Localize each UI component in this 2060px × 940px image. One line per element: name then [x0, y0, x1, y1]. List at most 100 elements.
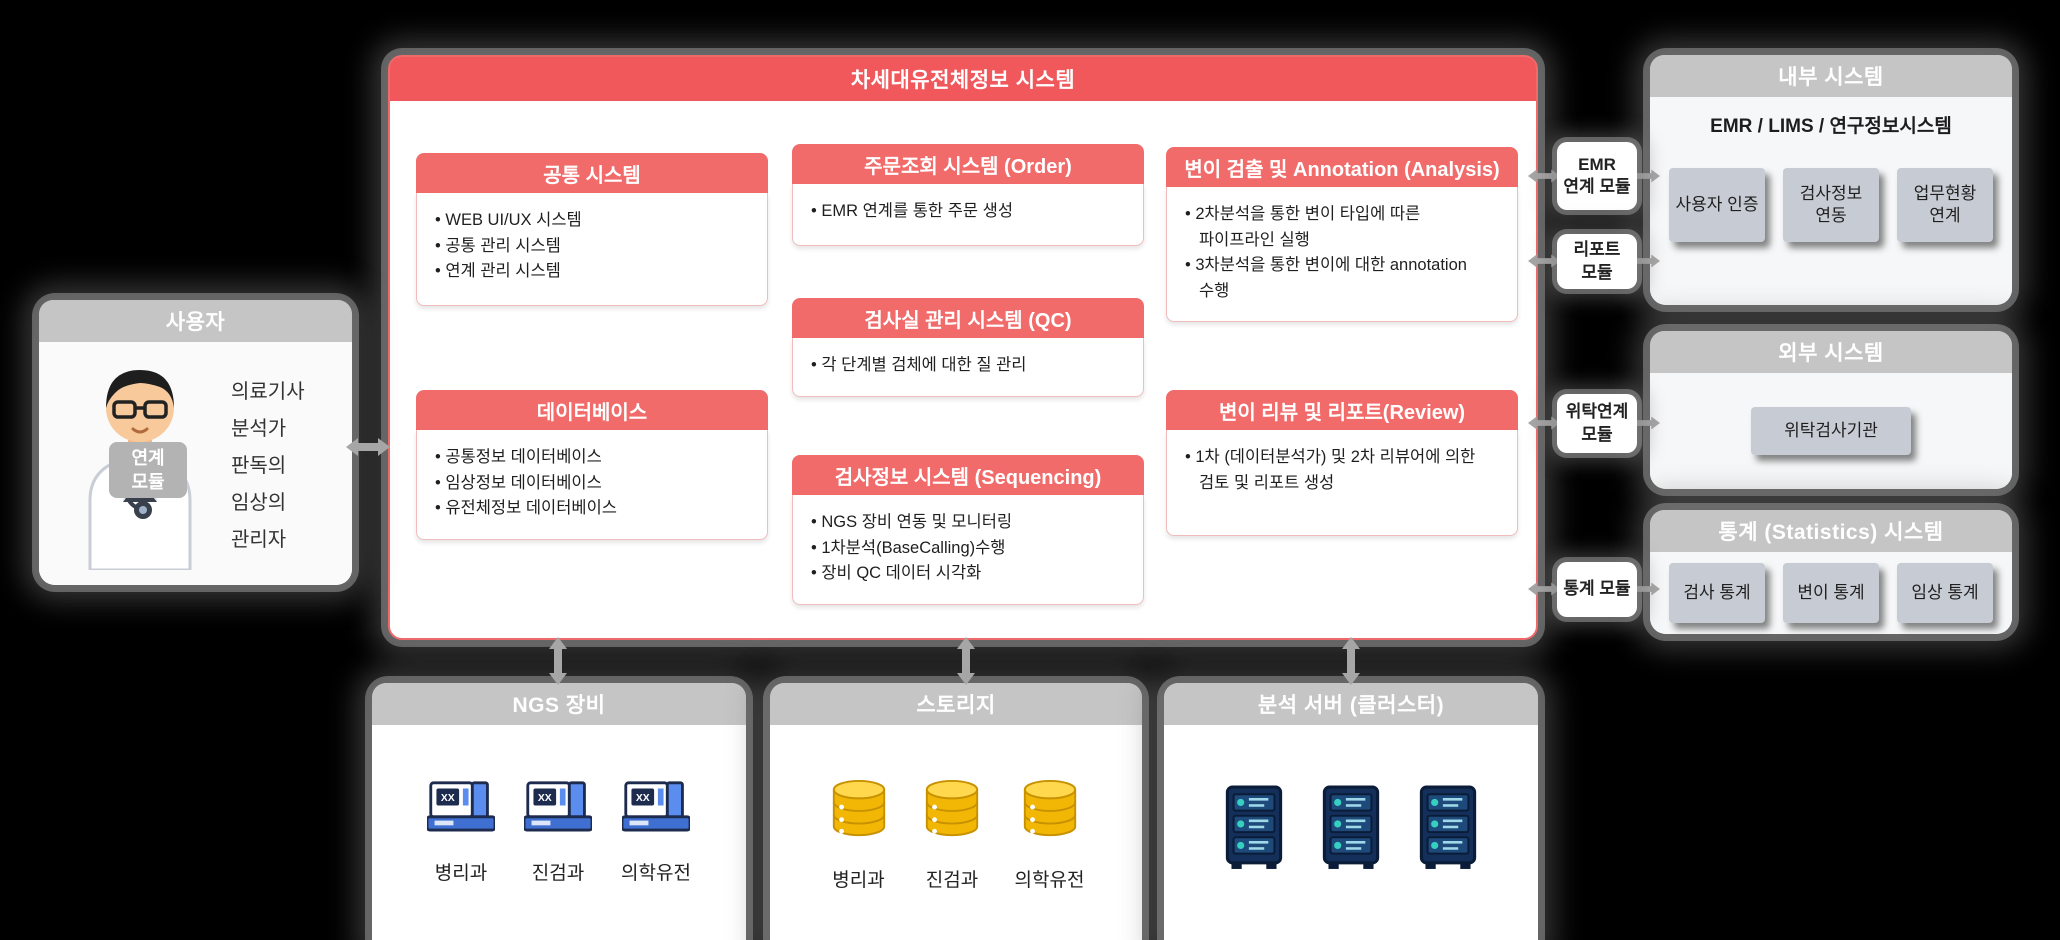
external-systems-panel: 외부 시스템 위탁검사기관 [1650, 331, 2012, 489]
list-item: 장비 QC 데이터 시각화 [811, 561, 1125, 587]
ngs-item: XX 병리과 [427, 777, 496, 885]
user-panel-body: 연계 모듈 의료기사 분석가 판독의 임상 [39, 342, 352, 585]
storage-item: 진검과 [921, 777, 983, 892]
database-cylinder-icon [832, 779, 885, 837]
user-panel: 사용자 연계 모듈 의료기사 분석가 [39, 300, 352, 585]
svg-text:XX: XX [538, 793, 552, 804]
external-systems-title: 외부 시스템 [1650, 331, 2012, 373]
list-item: 공통정보 데이터베이스 [435, 445, 749, 471]
main-consign-arrow [1528, 416, 1560, 430]
statistics-boxes: 검사 통계 변이 통계 임상 통계 [1669, 563, 1993, 623]
consigned-link-module-badge: 위탁연계 모듈 [1557, 394, 1637, 453]
user-main-arrow [346, 438, 390, 456]
list-item: WEB UI/UX 시스템 [435, 208, 749, 234]
list-item: 유전체정보 데이터베이스 [435, 496, 749, 522]
analysis-system-box: 변이 검출 및 Annotation (Analysis) 2차분석을 통한 변… [1166, 147, 1518, 323]
statistics-module-badge: 통계 모듈 [1557, 562, 1637, 617]
storage-label: 의학유전 [1014, 870, 1085, 891]
storage-label: 진검과 [925, 870, 979, 891]
user-role: 의료기사 [231, 381, 305, 403]
list-item: 공통 관리 시스템 [435, 234, 749, 260]
stats-box-test: 검사 통계 [1669, 563, 1765, 623]
main-stats-arrow [1528, 582, 1560, 596]
ngs-equipment-title: NGS 장비 [372, 683, 746, 725]
list-item: 3차분석을 통한 변이에 대한 annotation 수행 [1185, 253, 1499, 304]
list-item: 연계 관리 시스템 [435, 259, 749, 285]
main-emr-arrow [1528, 169, 1560, 183]
analysis-server-title: 분석 서버 (클러스터) [1164, 683, 1538, 725]
database-cylinder-icon [1023, 779, 1076, 837]
storage-title: 스토리지 [770, 683, 1142, 725]
storage-label: 병리과 [832, 870, 885, 891]
ngs-label: 병리과 [434, 863, 488, 884]
storage-item: 의학유전 [1014, 777, 1085, 892]
stats-box-variant: 변이 통계 [1783, 563, 1879, 623]
qc-system-box: 검사실 관리 시스템 (QC) 각 단계별 검체에 대한 질 관리 [792, 298, 1144, 397]
storage-item: 병리과 [828, 777, 890, 892]
main-system-title: 차세대유전체정보 시스템 [390, 57, 1536, 101]
list-item: 1차분석(BaseCalling)수행 [811, 536, 1125, 562]
database-box: 데이터베이스 공통정보 데이터베이스 임상정보 데이터베이스 유전체정보 데이터… [416, 390, 768, 540]
ngs-item: XX 진검과 [524, 777, 593, 885]
user-roles-list: 의료기사 분석가 판독의 임상의 관리자 [231, 374, 305, 559]
common-system-title: 공통 시스템 [416, 153, 768, 193]
analysis-server-panel: 분석 서버 (클러스터) [1164, 683, 1538, 940]
qc-system-title: 검사실 관리 시스템 (QC) [792, 298, 1144, 338]
main-storage-arrow [957, 637, 975, 685]
user-role: 임상의 [231, 492, 287, 514]
common-system-box: 공통 시스템 WEB UI/UX 시스템 공통 관리 시스템 연계 관리 시스템 [416, 153, 768, 306]
server-row [1164, 725, 1538, 871]
sequencing-system-items: NGS 장비 연동 및 모니터링 1차분석(BaseCalling)수행 장비 … [811, 510, 1125, 587]
server-rack-icon [1322, 785, 1380, 869]
storage-row: 병리과 진검과 의학 [770, 725, 1142, 892]
sequencer-icon: XX [524, 781, 593, 832]
review-system-items: 1차 (데이터분석가) 및 2차 리뷰어에 의한 검토 및 리포트 생성 [1185, 445, 1499, 496]
list-item: 각 단계별 검체에 대한 질 관리 [811, 353, 1125, 379]
statistics-title: 통계 (Statistics) 시스템 [1650, 510, 2012, 552]
review-system-box: 변이 리뷰 및 리포트(Review) 1차 (데이터분석가) 및 2차 리뷰어… [1166, 390, 1518, 536]
database-items: 공통정보 데이터베이스 임상정보 데이터베이스 유전체정보 데이터베이스 [435, 445, 749, 522]
list-item: NGS 장비 연동 및 모니터링 [811, 510, 1125, 536]
analysis-system-items: 2차분석을 통한 변이 타입에 따른 파이프라인 실행 3차분석을 통한 변이에… [1185, 202, 1499, 304]
main-ngs-arrow [549, 637, 567, 685]
qc-system-items: 각 단계별 검체에 대한 질 관리 [811, 353, 1125, 379]
internal-box-auth: 사용자 인증 [1669, 168, 1765, 242]
user-role: 판독의 [231, 455, 287, 477]
sequencing-system-box: 검사정보 시스템 (Sequencing) NGS 장비 연동 및 모니터링 1… [792, 455, 1144, 605]
svg-text:XX: XX [636, 793, 650, 804]
stats-box-clinical: 임상 통계 [1897, 563, 1993, 623]
emr-link-module-badge: EMR 연계 모듈 [1557, 142, 1637, 210]
review-system-title: 변이 리뷰 및 리포트(Review) [1166, 390, 1518, 430]
ngs-item: XX 의학유전 [621, 777, 691, 885]
list-item: EMR 연계를 통한 주문 생성 [811, 199, 1125, 225]
server-rack-icon [1225, 785, 1283, 869]
internal-box-testinfo: 검사정보 연동 [1783, 168, 1879, 242]
statistics-panel: 통계 (Statistics) 시스템 검사 통계 변이 통계 임상 통계 [1650, 510, 2012, 634]
sequencer-icon: XX [427, 781, 496, 832]
ngs-label: 의학유전 [621, 863, 691, 884]
ngs-equipment-panel: NGS 장비 XX 병리과 XX [372, 683, 746, 940]
common-system-items: WEB UI/UX 시스템 공통 관리 시스템 연계 관리 시스템 [435, 208, 749, 285]
user-panel-title: 사용자 [39, 300, 352, 342]
server-rack-icon [1419, 785, 1477, 869]
list-item: 임상정보 데이터베이스 [435, 471, 749, 497]
user-role: 관리자 [231, 529, 287, 551]
report-module-badge: 리포트 모듈 [1557, 234, 1637, 289]
main-system-panel: 차세대유전체정보 시스템 공통 시스템 WEB UI/UX 시스템 공통 관리 … [388, 55, 1538, 640]
order-system-items: EMR 연계를 통한 주문 생성 [811, 199, 1125, 225]
internal-systems-panel: 내부 시스템 EMR / LIMS / 연구정보시스템 사용자 인증 검사정보 … [1650, 55, 2012, 305]
main-server-arrow [1342, 637, 1360, 685]
database-cylinder-icon [925, 779, 979, 837]
user-link-module-badge: 연계 모듈 [109, 442, 187, 498]
ngs-equipment-row: XX 병리과 XX 진검과 [372, 725, 746, 885]
order-system-title: 주문조회 시스템 (Order) [792, 144, 1144, 184]
main-report-arrow [1528, 254, 1560, 268]
analysis-system-title: 변이 검출 및 Annotation (Analysis) [1166, 147, 1518, 187]
list-item: 1차 (데이터분석가) 및 2차 리뷰어에 의한 검토 및 리포트 생성 [1185, 445, 1499, 496]
sequencing-system-title: 검사정보 시스템 (Sequencing) [792, 455, 1144, 495]
database-title: 데이터베이스 [416, 390, 768, 430]
internal-systems-boxes: 사용자 인증 검사정보 연동 업무현황 연계 [1650, 168, 2012, 242]
storage-panel: 스토리지 병리과 진검과 [770, 683, 1142, 940]
sequencer-icon: XX [622, 781, 690, 832]
